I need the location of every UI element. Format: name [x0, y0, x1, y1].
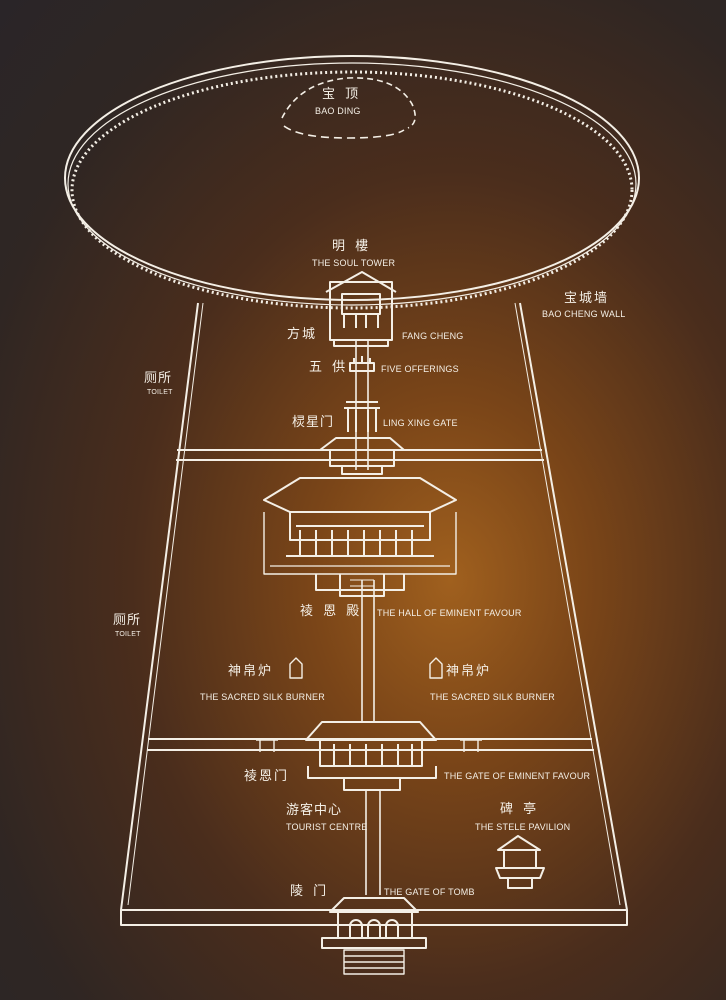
gate-of-tomb — [321, 897, 427, 949]
silk-burner-right-label: 神帛炉 — [446, 664, 492, 679]
hall-label: 祾 恩 殿 — [300, 604, 363, 619]
silk-burner-icon-right — [429, 657, 443, 679]
courtyard-divider-upper — [176, 449, 544, 461]
five-offerings-label: 五 供 — [309, 360, 349, 375]
ling-xing-gate-label-en: LING XING GATE — [383, 418, 458, 428]
soul-tower-label: 明 樓 — [332, 239, 372, 254]
side-gate-right — [460, 739, 482, 752]
upper-wall-gate — [319, 437, 405, 475]
ling-xing-gate — [344, 401, 380, 432]
gate-of-eminent-favour — [305, 721, 437, 791]
soul-tower-building — [325, 271, 397, 347]
central-axis-path — [355, 340, 381, 895]
five-offerings-altar — [349, 356, 375, 372]
bao-ding-label-en: BAO DING — [315, 106, 361, 116]
bao-ding-mound — [281, 77, 416, 139]
bao-ding-label: 宝 顶 — [322, 87, 362, 102]
silk-burner-left-label-en: THE SACRED SILK BURNER — [200, 692, 325, 702]
tourist-centre-label: 游客中心 — [286, 803, 343, 818]
five-offerings-label-en: FIVE OFFERINGS — [381, 364, 459, 374]
silk-burner-left-label: 神帛炉 — [228, 664, 274, 679]
hall-of-eminent-favour — [263, 477, 457, 597]
toilet-mid-label-en: TOILET — [115, 631, 141, 638]
hall-label-en: THE HALL OF EMINENT FAVOUR — [377, 608, 522, 618]
toilet-top-label: 厕所 — [144, 371, 173, 386]
stele-pavilion — [495, 835, 545, 889]
bao-cheng-wall — [64, 55, 640, 310]
toilet-top-label-en: TOILET — [147, 389, 173, 396]
tourist-centre-label-en: TOURIST CENTRE — [286, 822, 368, 832]
ling-xing-gate-label: 棂星门 — [292, 415, 335, 430]
gate-eminent-label-en: THE GATE OF EMINENT FAVOUR — [444, 771, 591, 781]
fang-cheng-label: 方城 — [287, 327, 318, 342]
bao-cheng-wall-label-en: BAO CHENG WALL — [542, 309, 626, 319]
soul-tower-label-en: THE SOUL TOWER — [312, 258, 396, 268]
outer-courtyard-wall — [120, 302, 628, 926]
gate-eminent-label: 祾恩门 — [244, 769, 290, 784]
stele-pavilion-label-en: THE STELE PAVILION — [475, 822, 571, 832]
toilet-mid-label: 厕所 — [113, 613, 142, 628]
tomb-gate-label-en: THE GATE OF TOMB — [384, 887, 475, 897]
fang-cheng-label-en: FANG CHENG — [402, 331, 464, 341]
silk-burner-icon-left — [289, 657, 303, 679]
bao-cheng-wall-label: 宝城墙 — [564, 291, 610, 306]
entrance-steps — [343, 949, 405, 975]
tomb-gate-label: 陵 门 — [290, 884, 330, 899]
side-gate-left — [256, 739, 278, 752]
silk-burner-right-label-en: THE SACRED SILK BURNER — [430, 692, 555, 702]
stele-pavilion-label: 碑 亭 — [500, 802, 540, 817]
